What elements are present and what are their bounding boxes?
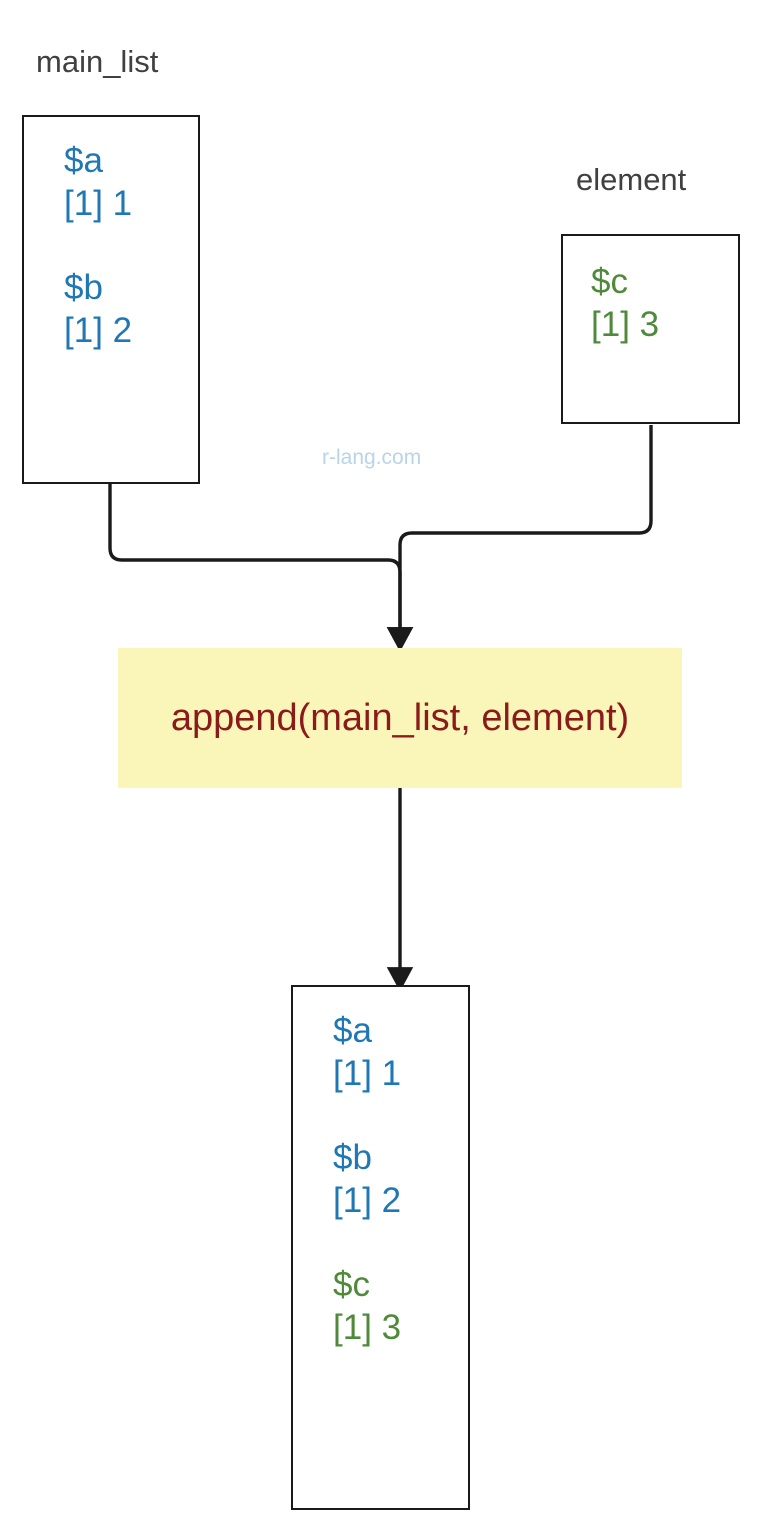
function-call-box: append(main_list, element) bbox=[118, 648, 682, 788]
connector-main-list-to-function bbox=[108, 484, 414, 652]
entry-value: [1] 3 bbox=[591, 305, 660, 345]
watermark: r-lang.com bbox=[322, 446, 422, 469]
box-result: $a [1] 1 $b [1] 2 $c [1] 3 bbox=[291, 985, 470, 1510]
entry-list-main-list: $a [1] 1 $b [1] 2 bbox=[24, 117, 198, 482]
entry-value: [1] 2 bbox=[333, 1181, 402, 1221]
function-call-label: append(main_list, element) bbox=[170, 697, 630, 739]
entry-value: [1] 1 bbox=[64, 184, 133, 224]
caption-main-list: main_list bbox=[36, 44, 159, 79]
entry-name: $b bbox=[64, 267, 103, 307]
entry-value: [1] 1 bbox=[333, 1054, 402, 1094]
connector-element-to-function bbox=[386, 425, 653, 652]
list-item: $b [1] 2 bbox=[333, 1136, 468, 1223]
list-item: $b [1] 2 bbox=[64, 266, 198, 353]
entry-name: $b bbox=[333, 1137, 372, 1177]
entry-list-result: $a [1] 1 $b [1] 2 $c [1] 3 bbox=[293, 987, 468, 1508]
entry-name: $c bbox=[591, 262, 628, 301]
caption-element: element bbox=[576, 162, 687, 197]
list-item: $a [1] 1 bbox=[64, 139, 198, 226]
entry-name: $a bbox=[64, 141, 103, 180]
entry-value: [1] 3 bbox=[333, 1307, 402, 1347]
entry-name: $c bbox=[333, 1264, 370, 1304]
box-main-list: $a [1] 1 $b [1] 2 bbox=[22, 115, 200, 484]
entry-name: $a bbox=[333, 1011, 372, 1050]
box-element: $c [1] 3 bbox=[561, 234, 740, 424]
list-item: $c [1] 3 bbox=[333, 1263, 468, 1350]
entry-list-element: $c [1] 3 bbox=[563, 236, 738, 422]
list-item: $a [1] 1 bbox=[333, 1009, 468, 1096]
entry-value: [1] 2 bbox=[64, 311, 133, 351]
list-item: $c [1] 3 bbox=[591, 260, 738, 347]
